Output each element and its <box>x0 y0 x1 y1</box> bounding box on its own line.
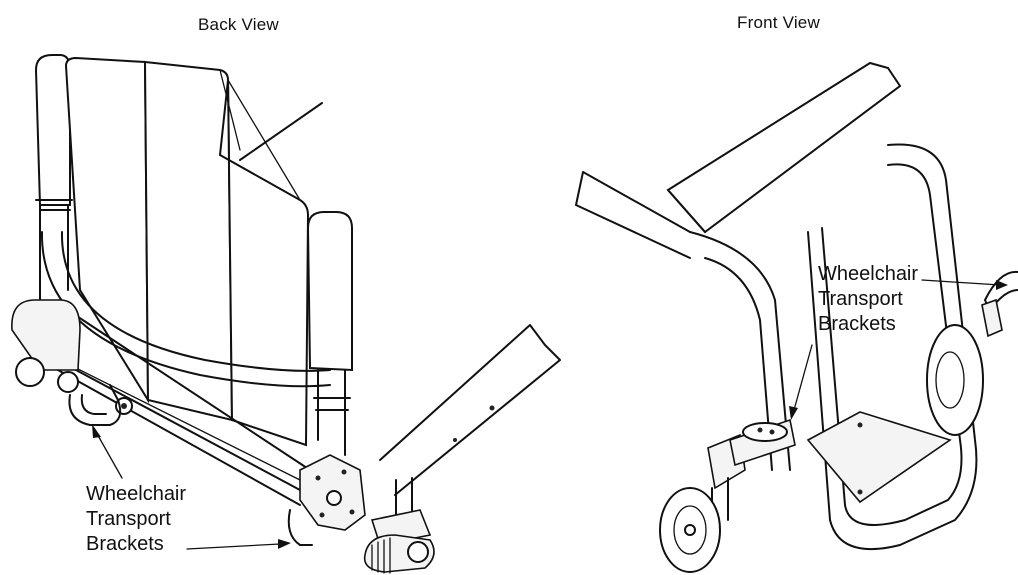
back-view-title: Back View <box>198 15 279 34</box>
backrest-panel-middle <box>143 60 234 422</box>
front-view-callout: Wheelchair Transport Brackets <box>818 262 918 337</box>
back-view-drawing <box>11 54 561 574</box>
front-footplate <box>806 411 952 504</box>
left-transport-bracket <box>68 384 122 426</box>
front-rear-wheel <box>926 324 984 436</box>
front-view-drawing <box>575 61 1018 573</box>
front-callout-arrows <box>789 279 1008 420</box>
back-callout-line-1: Wheelchair <box>86 483 187 505</box>
back-frame-side-rail <box>379 324 561 496</box>
front-side-rail <box>575 171 691 259</box>
front-transport-bracket <box>742 422 788 442</box>
back-callout-leader-lower <box>186 543 281 550</box>
back-view-callout: Wheelchair Transport Brackets <box>86 482 186 557</box>
front-callout-line-2: Transport <box>818 288 903 310</box>
back-callout-line-2: Transport <box>86 508 171 530</box>
back-callout-leader-upper <box>95 431 123 479</box>
front-callout-line-1: Wheelchair <box>818 263 919 285</box>
left-hub-assembly <box>11 299 81 371</box>
front-seat-cushion <box>666 61 902 234</box>
left-push-handle <box>34 54 71 206</box>
back-callout-arrows <box>92 424 291 550</box>
front-right-frame-tube <box>829 143 978 551</box>
front-callout-leader-down <box>793 344 813 411</box>
back-frame-top-rail <box>239 102 323 161</box>
right-push-handle <box>306 211 353 372</box>
back-curved-bar <box>40 231 331 388</box>
front-callout-line-3: Brackets <box>818 313 896 335</box>
front-callout-leader-right <box>921 279 1001 286</box>
backrest-panel-right <box>218 79 310 447</box>
front-view-title: Front View <box>737 13 820 32</box>
back-callout-line-3: Brackets <box>86 533 164 555</box>
